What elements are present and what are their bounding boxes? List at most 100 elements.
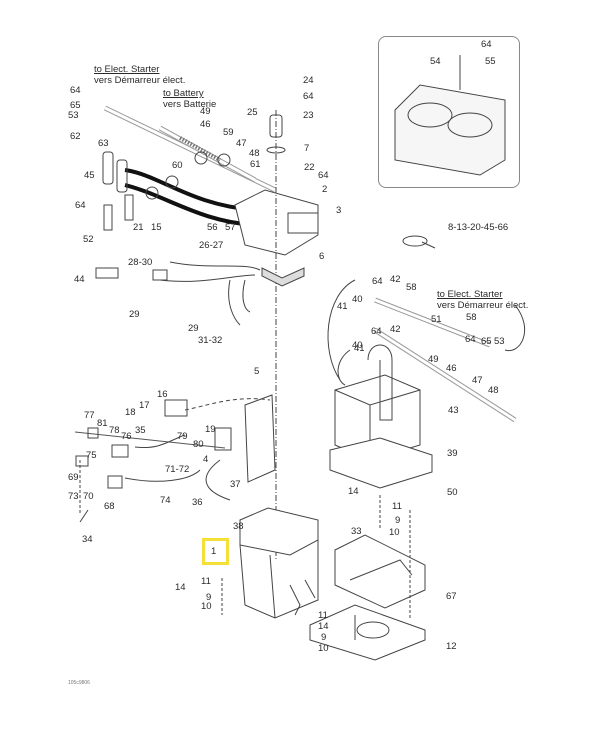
callout: 41 — [337, 301, 348, 312]
cable-tie — [402, 235, 428, 247]
callout: 18 — [125, 407, 136, 418]
callout: 69 — [68, 472, 79, 483]
callout: 43 — [448, 405, 459, 416]
callout: 55 — [485, 56, 496, 67]
note-en: to Battery — [163, 88, 204, 99]
callout: 16 — [157, 389, 168, 400]
battery-cable-right — [373, 327, 517, 423]
callout: 80 — [193, 439, 204, 450]
callout: 10 — [201, 601, 212, 612]
callout: 65 — [481, 336, 492, 347]
callout: 64 — [70, 85, 81, 96]
shaft-sleeve — [269, 114, 283, 138]
callout: 26-27 — [199, 240, 224, 251]
cover-plate — [244, 394, 276, 483]
callout: 79 — [177, 431, 188, 442]
callout: 28-30 — [128, 257, 153, 268]
note-fr: vers Démarreur élect. — [94, 75, 186, 86]
battery — [334, 344, 421, 461]
callout: 67 — [446, 591, 457, 602]
spark-plug-wire-2 — [124, 183, 256, 227]
callout: 7 — [304, 143, 310, 154]
rubber-bracket — [261, 267, 305, 287]
callout: 65 — [70, 100, 81, 111]
callout: 73 — [68, 491, 79, 502]
callout: 34 — [82, 534, 93, 545]
callout: 39 — [447, 448, 458, 459]
plug-boot — [102, 151, 114, 185]
callout: 4 — [203, 454, 209, 465]
callout: 47 — [472, 375, 483, 386]
callout: 59 — [223, 127, 234, 138]
callout: 24 — [303, 75, 314, 86]
housing-cover — [287, 212, 319, 234]
callout: 50 — [447, 487, 458, 498]
callout: 12 — [446, 641, 457, 652]
callout: 58 — [466, 312, 477, 323]
relay-bracket — [164, 399, 188, 417]
spark-plug — [103, 204, 113, 231]
callout: 64 — [303, 91, 314, 102]
note-fr: vers Batterie — [163, 99, 217, 110]
callout: 62 — [70, 131, 81, 142]
gear-nut — [194, 151, 208, 165]
callout: 14 — [175, 582, 186, 593]
callout: 68 — [104, 501, 115, 512]
spark-plug — [124, 194, 134, 221]
callout: 60 — [172, 160, 183, 171]
callout: 23 — [303, 110, 314, 121]
callout: 25 — [247, 107, 258, 118]
battery-tray — [329, 437, 433, 489]
callout: 77 — [84, 410, 95, 421]
fuse-block — [95, 267, 119, 279]
connector — [87, 427, 99, 439]
electrical-box — [239, 507, 319, 619]
relay — [152, 269, 168, 281]
solenoid — [214, 427, 232, 451]
engine-inset-drawing — [394, 55, 506, 176]
callout: 42 — [390, 324, 401, 335]
callout: 58 — [406, 282, 417, 293]
callout: 45 — [84, 170, 95, 181]
callout: 14 — [318, 621, 329, 632]
coil — [107, 475, 123, 489]
callout: 49 — [200, 106, 211, 117]
callout: 64 — [372, 276, 383, 287]
callout: 37 — [230, 479, 241, 490]
callout: 71-72 — [165, 464, 190, 475]
callout: 64 — [318, 170, 329, 181]
callout: 64 — [481, 39, 492, 50]
callout: 11 — [201, 576, 211, 587]
callout: 81 — [97, 418, 108, 429]
callout: 64 — [371, 326, 382, 337]
callout: 63 — [98, 138, 109, 149]
highlight-box — [202, 538, 229, 565]
ignition-coil — [111, 444, 129, 458]
callout: 70 — [83, 491, 94, 502]
connector — [75, 455, 89, 467]
callout: 44 — [74, 274, 85, 285]
spark-plug-wire-1 — [124, 168, 256, 212]
engine-inset — [378, 36, 520, 188]
callout: 10 — [318, 643, 329, 654]
callout: 38 — [233, 521, 244, 532]
callout: 8-13-20-45-66 — [448, 222, 509, 233]
callout: 22 — [304, 162, 315, 173]
washer — [266, 146, 286, 154]
callout: 64 — [75, 200, 86, 211]
note-en: to Elect. Starter — [94, 64, 160, 75]
callout: 46 — [446, 363, 457, 374]
callout: 64 — [465, 334, 476, 345]
battery-cable-top — [158, 125, 257, 183]
callout: 3 — [336, 205, 342, 216]
note-to-battery: to Battery vers Batterie — [163, 88, 216, 110]
callout: 29 — [129, 309, 140, 320]
callout: 10 — [389, 527, 400, 538]
callout: 14 — [348, 486, 359, 497]
callout: 74 — [160, 495, 171, 506]
callout: 17 — [139, 400, 150, 411]
callout: 11 — [392, 501, 402, 512]
callout: 29 — [188, 323, 199, 334]
callout: 49 — [428, 354, 439, 365]
callout: 42 — [390, 274, 401, 285]
